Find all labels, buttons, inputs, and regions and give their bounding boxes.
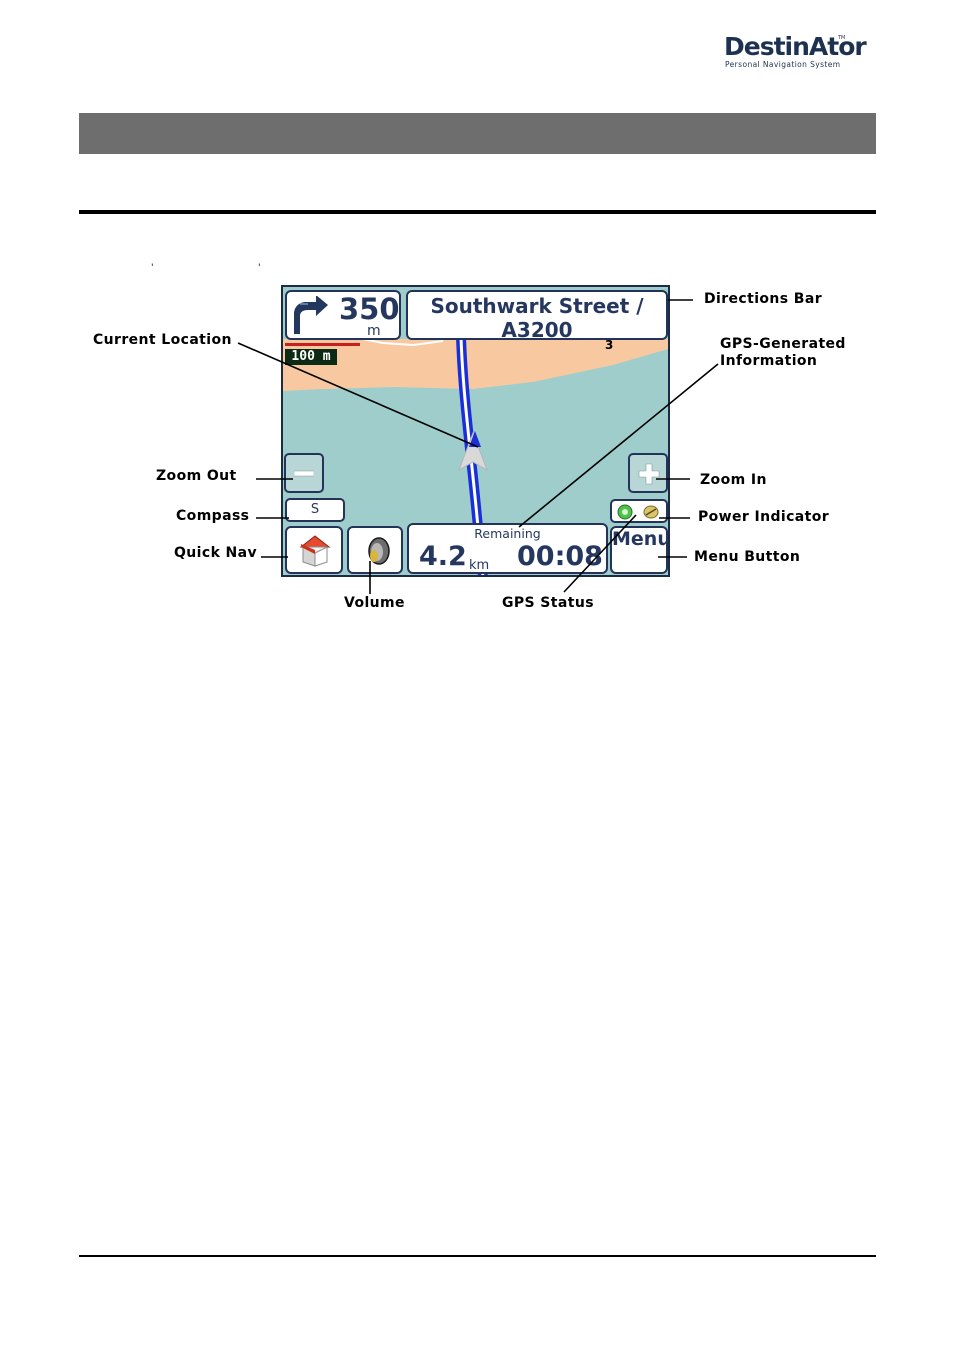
callout-compass: Compass	[176, 508, 249, 525]
callout-power-indicator: Power Indicator	[698, 509, 829, 526]
callout-quick-nav: Quick Nav	[174, 545, 257, 562]
callout-directions-bar: Directions Bar	[704, 291, 822, 308]
callout-menu-button: Menu Button	[694, 549, 800, 566]
callout-gps-status: GPS Status	[502, 595, 594, 612]
callout-current-location: Current Location	[93, 332, 232, 349]
bottom-rule	[79, 1255, 876, 1257]
callout-zoom-in: Zoom In	[700, 472, 767, 489]
callout-gps-generated: GPS-Generated	[720, 336, 846, 353]
callout-volume: Volume	[344, 595, 405, 612]
callout-information: Information	[720, 353, 817, 370]
callout-zoom-out: Zoom Out	[156, 468, 237, 485]
